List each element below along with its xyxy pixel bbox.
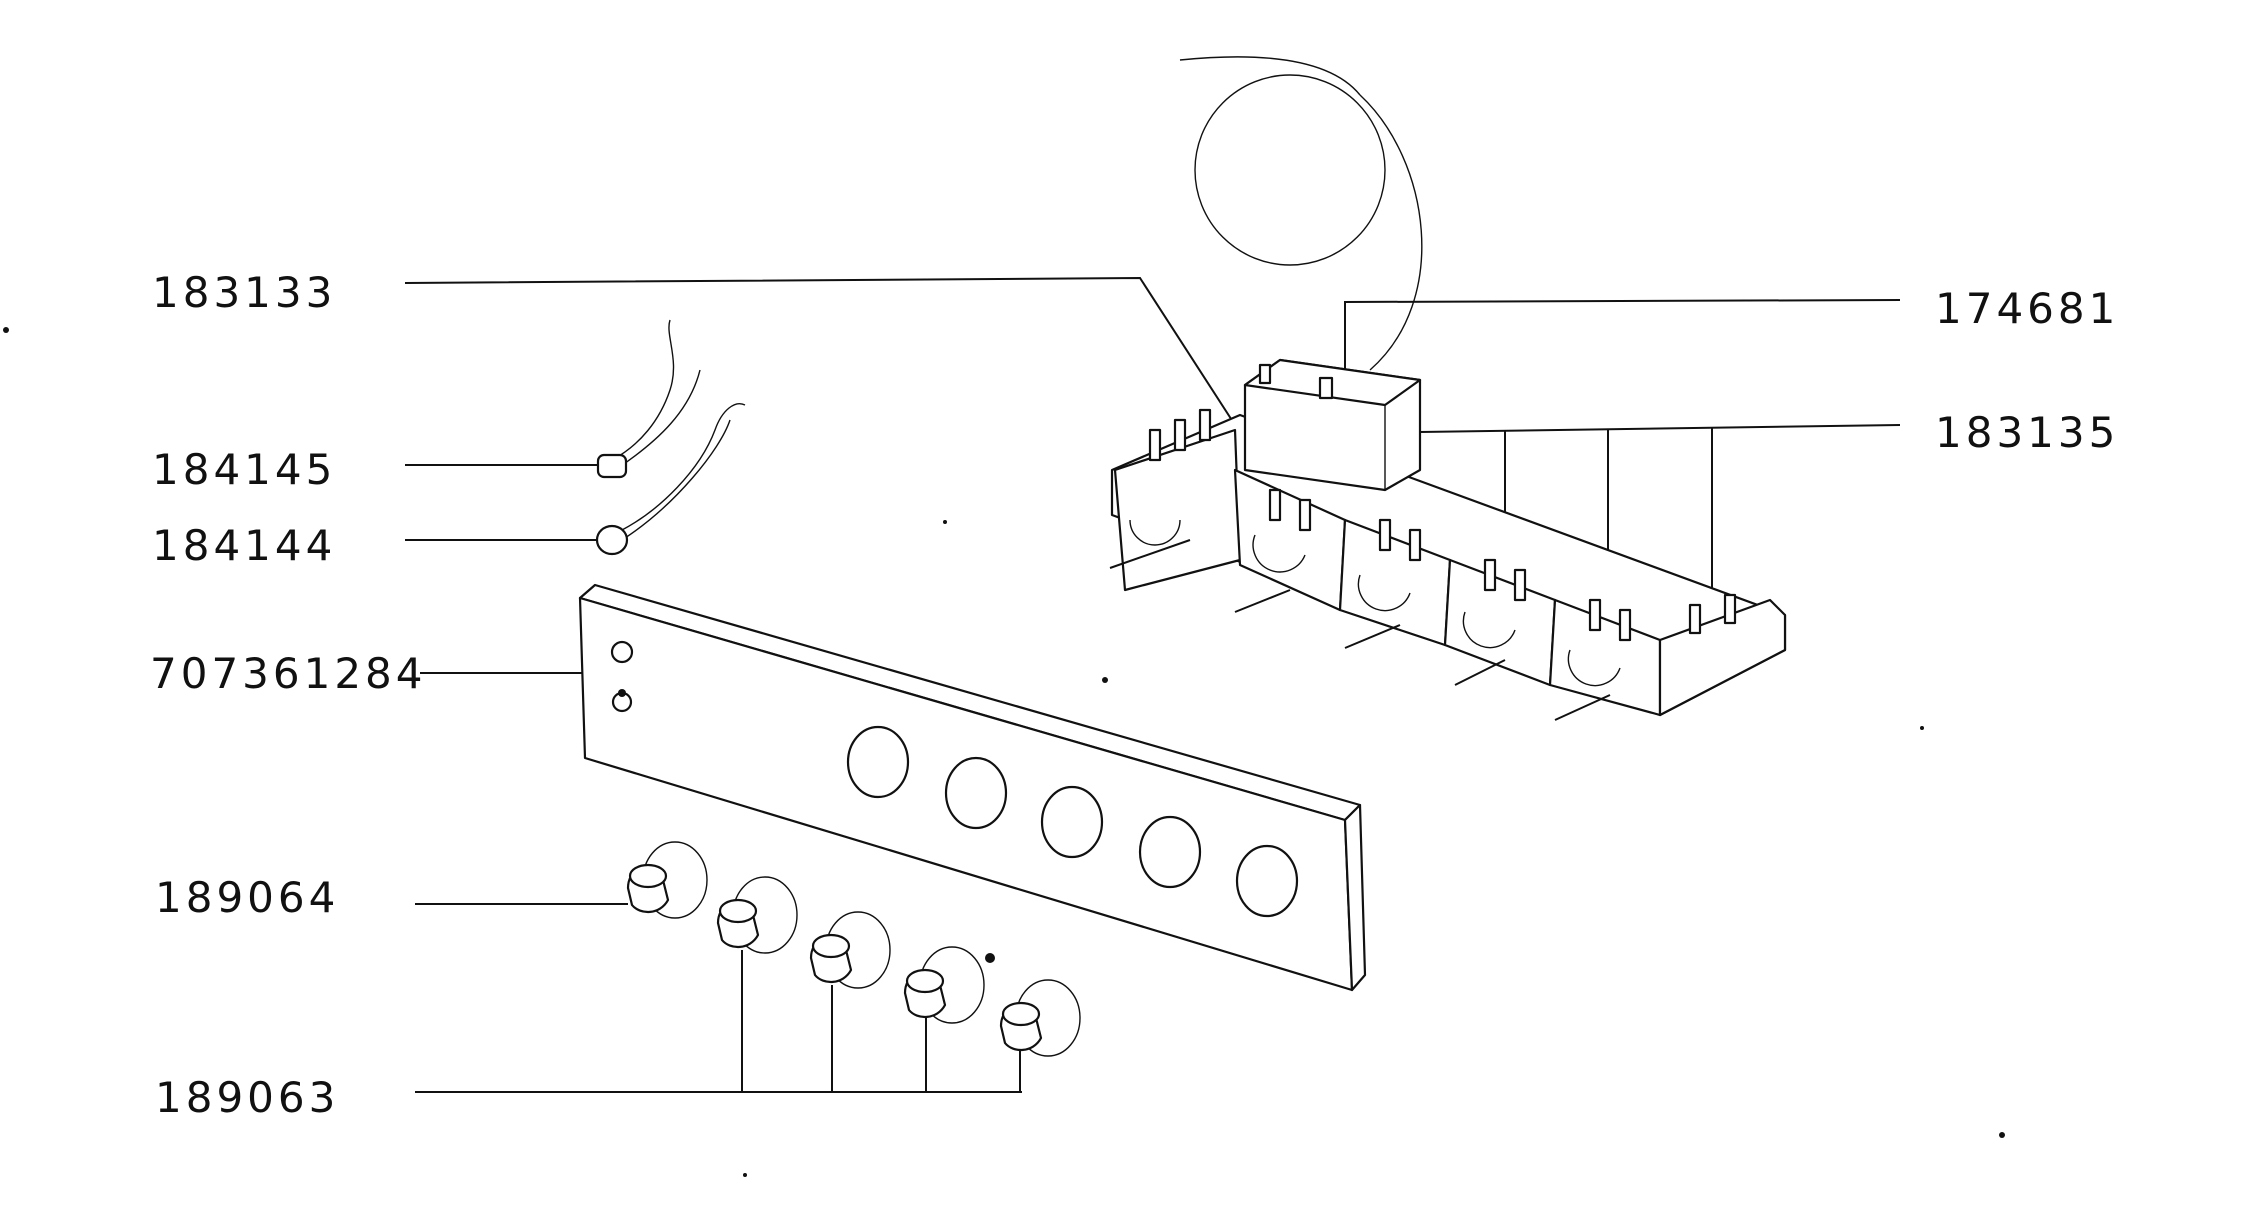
label-189063: 189063 [155, 1073, 339, 1122]
knob-189063-1 [716, 876, 798, 954]
lamp-184145 [596, 319, 701, 479]
capillary-coil [1179, 56, 1423, 371]
switch-module-1 [1113, 408, 1242, 592]
knob-189063-4 [999, 979, 1081, 1057]
leader-189063 [415, 950, 1022, 1093]
switch-spindles [1109, 539, 1611, 721]
panel-screw [618, 689, 626, 697]
scan-specks [3, 327, 2005, 1177]
label-183135: 183135 [1935, 408, 2119, 457]
switch-module-4 [1443, 558, 1557, 687]
panel-dial-2 [944, 756, 1008, 830]
switch-block-assembly [1109, 358, 1787, 721]
label-189064: 189064 [155, 873, 339, 922]
lamp-184144 [595, 403, 746, 556]
control-knobs [626, 841, 1081, 1057]
indicator-lamps [595, 319, 746, 556]
panel-dial-4 [1138, 815, 1202, 889]
label-184145: 184145 [152, 445, 336, 494]
switch-module-6 [1658, 593, 1787, 717]
panel-dial-1 [846, 725, 910, 799]
label-174681: 174681 [1935, 284, 2119, 333]
knob-189064 [626, 841, 708, 919]
knob-189063-3 [903, 946, 995, 1024]
control-panel-707361284 [578, 583, 1367, 992]
panel-dial-3 [1040, 785, 1104, 859]
label-183133: 183133 [152, 268, 336, 317]
panel-hole-1 [610, 640, 634, 664]
label-707361284: 707361284 [150, 649, 427, 698]
panel-dials [846, 725, 1299, 918]
leader-183133 [404, 276, 1236, 426]
label-184144: 184144 [152, 521, 336, 570]
thermostat-174681 [1243, 358, 1422, 492]
leader-174681 [1344, 299, 1901, 370]
panel-dial-5 [1235, 844, 1299, 918]
knob-189063-2 [809, 911, 891, 989]
